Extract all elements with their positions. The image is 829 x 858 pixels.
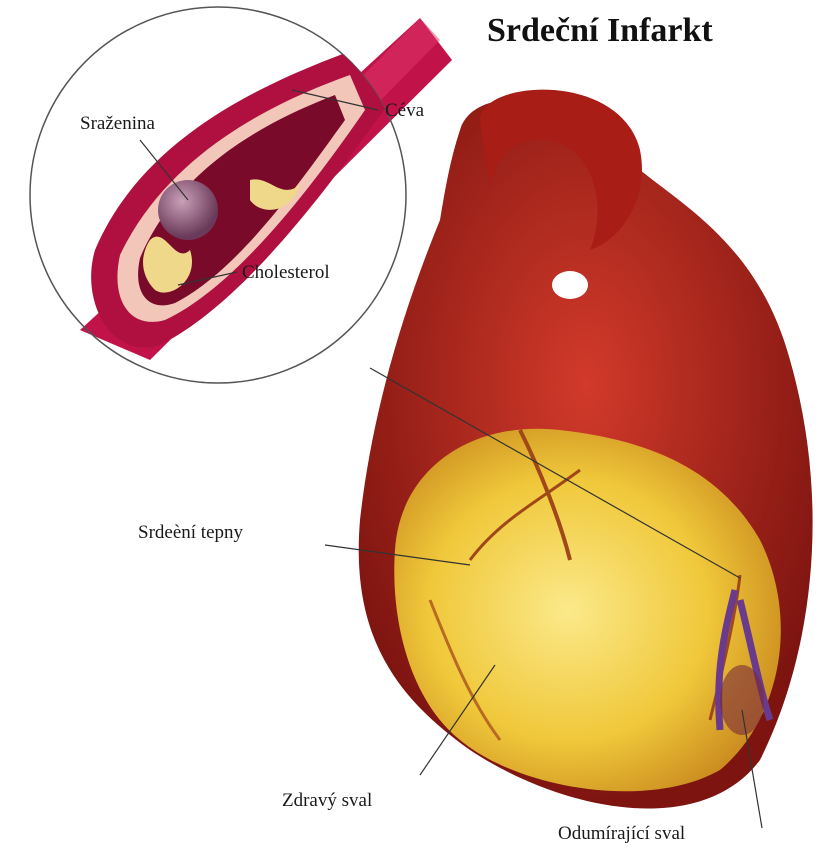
label-vessel: Céva [385,100,424,122]
label-clot: Sraženina [80,113,155,135]
vessel-cross-section [91,40,395,347]
label-dying-muscle: Odumírající sval [558,823,685,845]
label-coronary-arteries: Srdeèní tepny [138,522,243,544]
label-cholesterol: Cholesterol [242,262,330,284]
clot [158,180,218,240]
heart [359,90,813,809]
label-healthy-muscle: Zdravý sval [282,790,372,812]
page-title: Srdeční Infarkt [487,12,713,50]
